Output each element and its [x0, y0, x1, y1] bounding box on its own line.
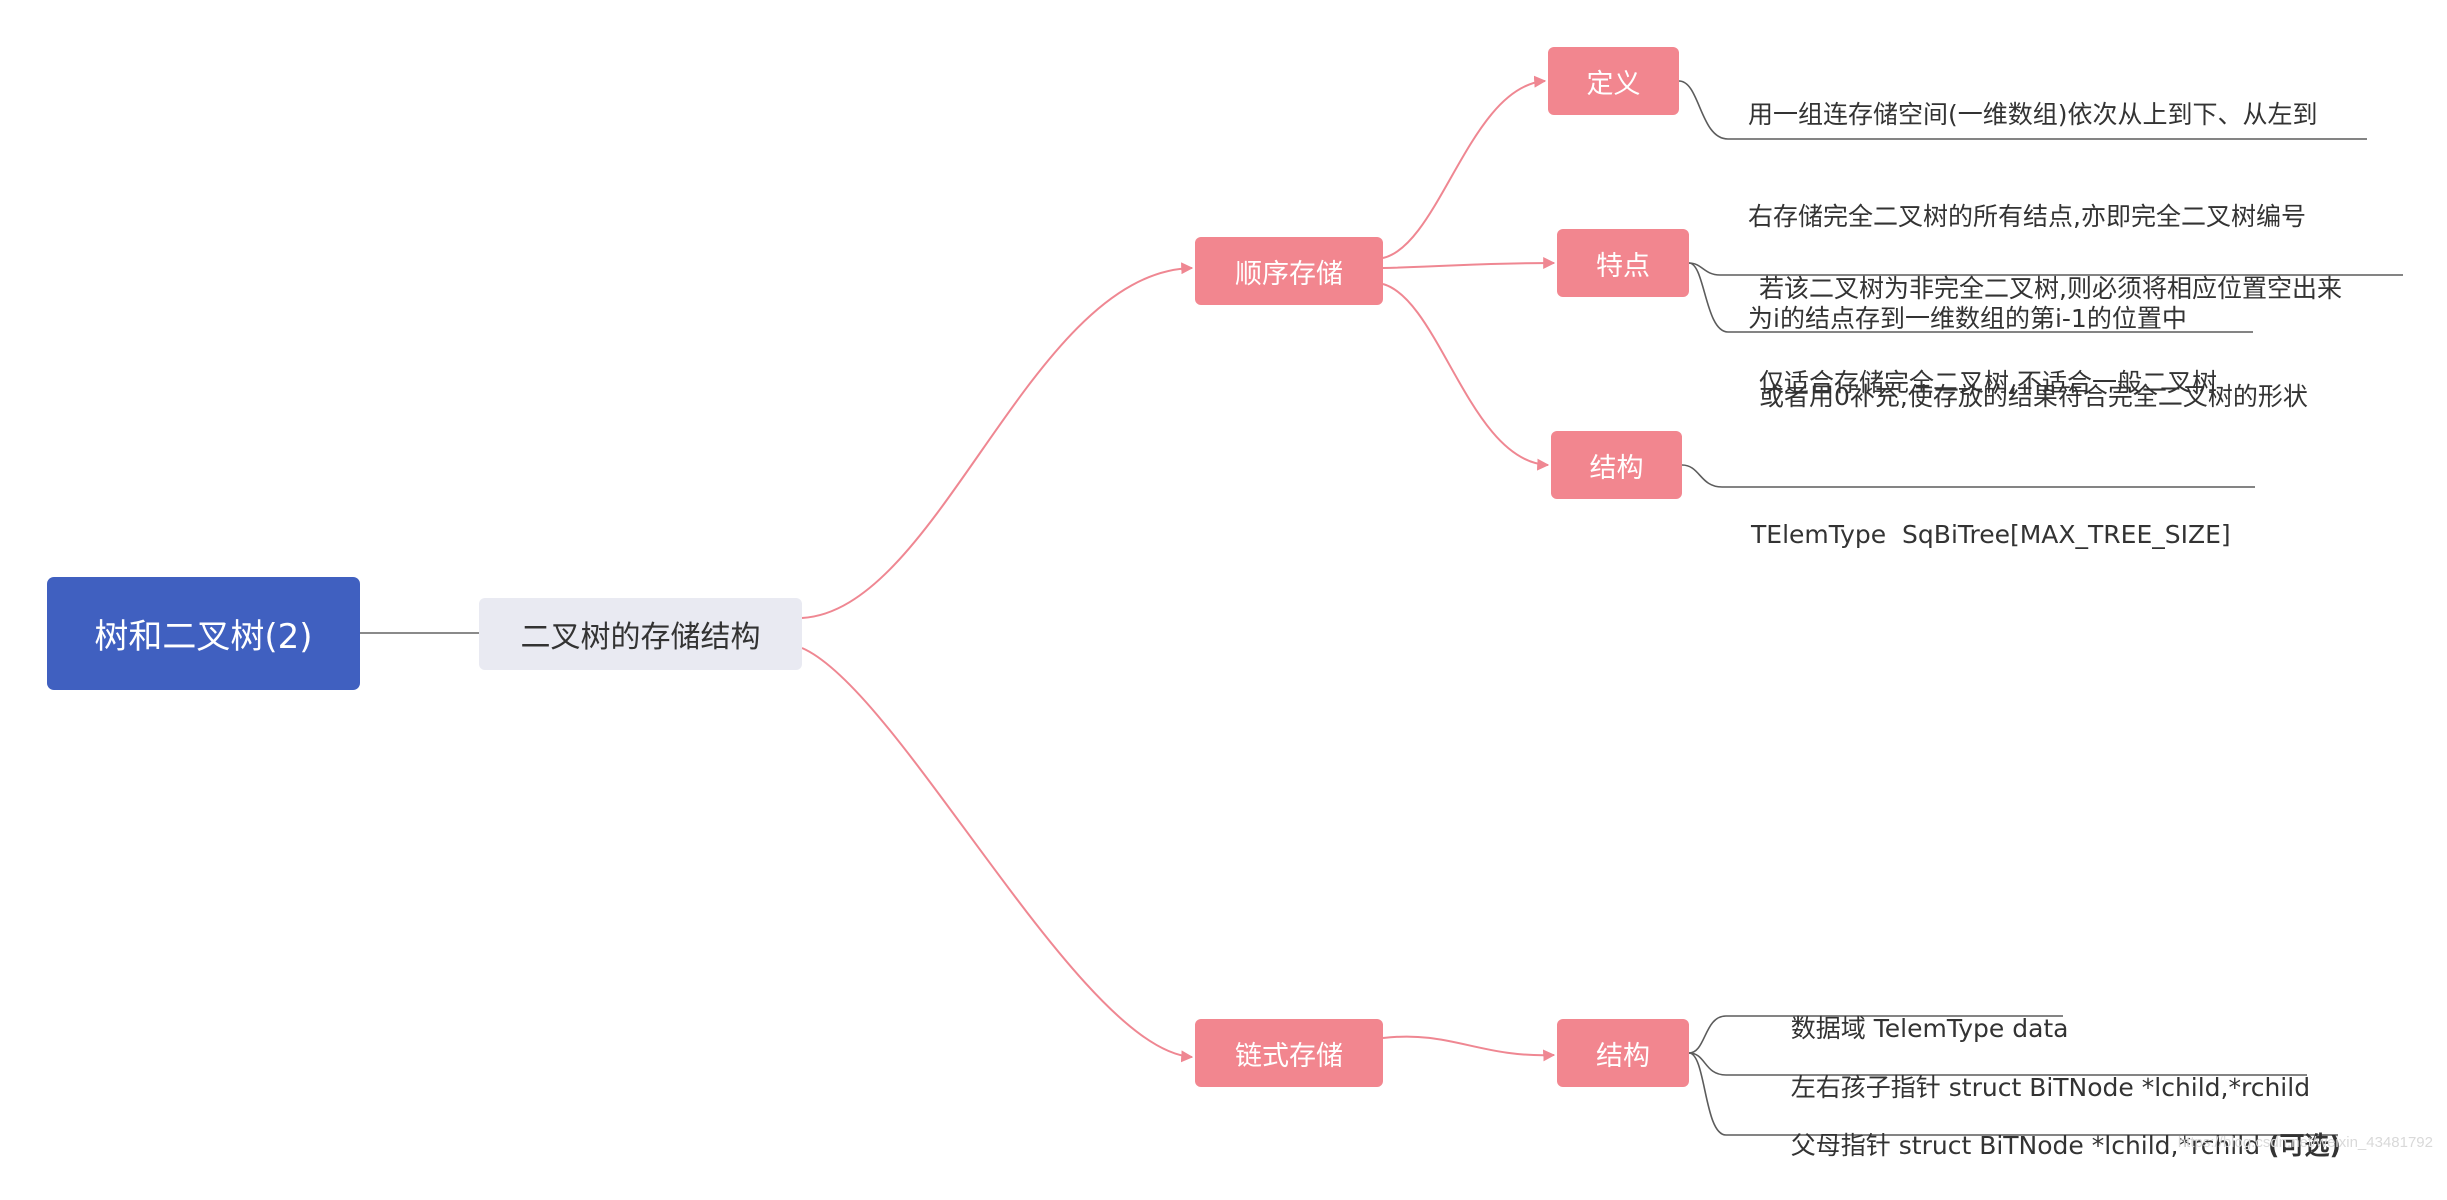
linked-structure-item-3[interactable]: 父母指针 struct BiTNode *lchild,*rchild (可选): [1759, 1092, 2341, 1200]
branch-topic-storage-structure[interactable]: 二叉树的存储结构: [479, 598, 802, 670]
feature-item-1[interactable]: 若该二叉树为非完全二叉树,则必须将相应位置空出来 或者用0补充,使存放的结果符合…: [1759, 199, 2342, 487]
topic-linked-storage-label: 链式存储: [1235, 1040, 1343, 1072]
definition-line: 用一组连存储空间(一维数组)依次从上到下、从左到: [1748, 100, 2318, 129]
topic-definition-label: 定义: [1586, 68, 1641, 100]
root-topic-label: 树和二叉树(2): [94, 617, 313, 657]
feature-line: 仅适合存储完全二叉树,不适合一般二叉树: [1759, 368, 2217, 397]
topic-sequential-structure[interactable]: 结构: [1551, 431, 1682, 499]
root-topic[interactable]: 树和二叉树(2): [47, 577, 360, 690]
topic-sequential-storage[interactable]: 顺序存储: [1195, 237, 1383, 305]
definition-line: 为i的结点存到一维数组的第i-1的位置中: [1748, 304, 2187, 333]
topic-definition[interactable]: 定义: [1548, 47, 1679, 115]
connector-seq-structure-to-text: [1681, 464, 2255, 488]
topic-linked-structure-label: 结构: [1596, 1040, 1650, 1072]
connector-linked-structure-to-item-3: [1688, 1052, 2338, 1136]
connector-definition-to-text: [1678, 80, 2367, 140]
connector-sequential-to-features: [1382, 257, 1556, 270]
optional-emphasis: (可选): [2268, 1131, 2341, 1160]
sequential-structure-text[interactable]: TElemType SqBiTree[MAX_TREE_SIZE]: [1751, 445, 2231, 625]
topic-linked-structure[interactable]: 结构: [1557, 1019, 1689, 1087]
watermark: https://blog.csdn.net/weixin_43481792: [2177, 1134, 2433, 1151]
linked-structure-text: 左右孩子指针 struct BiTNode *lchild,*rchild: [1790, 1073, 2311, 1102]
topic-sequential-storage-label: 顺序存储: [1235, 258, 1343, 290]
feature-line: 或者用0补充,使存放的结果符合完全二叉树的形状: [1759, 382, 2308, 411]
connector-features-to-item-2: [1688, 262, 2253, 333]
structure-line: TElemType SqBiTree[MAX_TREE_SIZE]: [1751, 520, 2231, 549]
linked-structure-text: 父母指针 struct BiTNode *lchild,*rchild: [1790, 1131, 2269, 1160]
topic-features[interactable]: 特点: [1557, 229, 1689, 297]
connector-linked-structure-to-item-2: [1688, 1052, 2307, 1076]
topic-features-label: 特点: [1596, 250, 1650, 282]
linked-structure-item-2[interactable]: 左右孩子指针 struct BiTNode *lchild,*rchild: [1759, 1034, 2310, 1142]
feature-line: 若该二叉树为非完全二叉树,则必须将相应位置空出来: [1759, 274, 2342, 303]
topic-linked-storage[interactable]: 链式存储: [1195, 1019, 1383, 1087]
mind-map-canvas: 树和二叉树(2) 二叉树的存储结构 顺序存储 定义 特点 结构 链式存储 结构 …: [47, 30, 2433, 1160]
connector-linked-to-structure: [1382, 1035, 1556, 1062]
linked-structure-text: 数据域 TelemType data: [1790, 1014, 2069, 1043]
definition-line: 右存储完全二叉树的所有结点,亦即完全二叉树编号: [1748, 202, 2306, 231]
connector-branch-to-linked: [801, 647, 1194, 1063]
linked-structure-item-1[interactable]: 数据域 TelemType data: [1759, 975, 2069, 1083]
connector-layer: [360, 75, 2403, 1136]
branch-topic-label: 二叉树的存储结构: [520, 620, 761, 655]
topic-sequential-structure-label: 结构: [1589, 452, 1644, 484]
definition-text[interactable]: 用一组连存储空间(一维数组)依次从上到下、从左到 右存储完全二叉树的所有结点,亦…: [1748, 30, 2318, 404]
connector-branch-to-sequential: [801, 262, 1194, 619]
connector-linked-structure-to-item-1: [1688, 1015, 2063, 1054]
connector-sequential-to-definition: [1382, 75, 1547, 259]
connector-sequential-to-structure: [1382, 283, 1550, 471]
feature-item-2[interactable]: 仅适合存储完全二叉树,不适合一般二叉树: [1759, 293, 2217, 473]
